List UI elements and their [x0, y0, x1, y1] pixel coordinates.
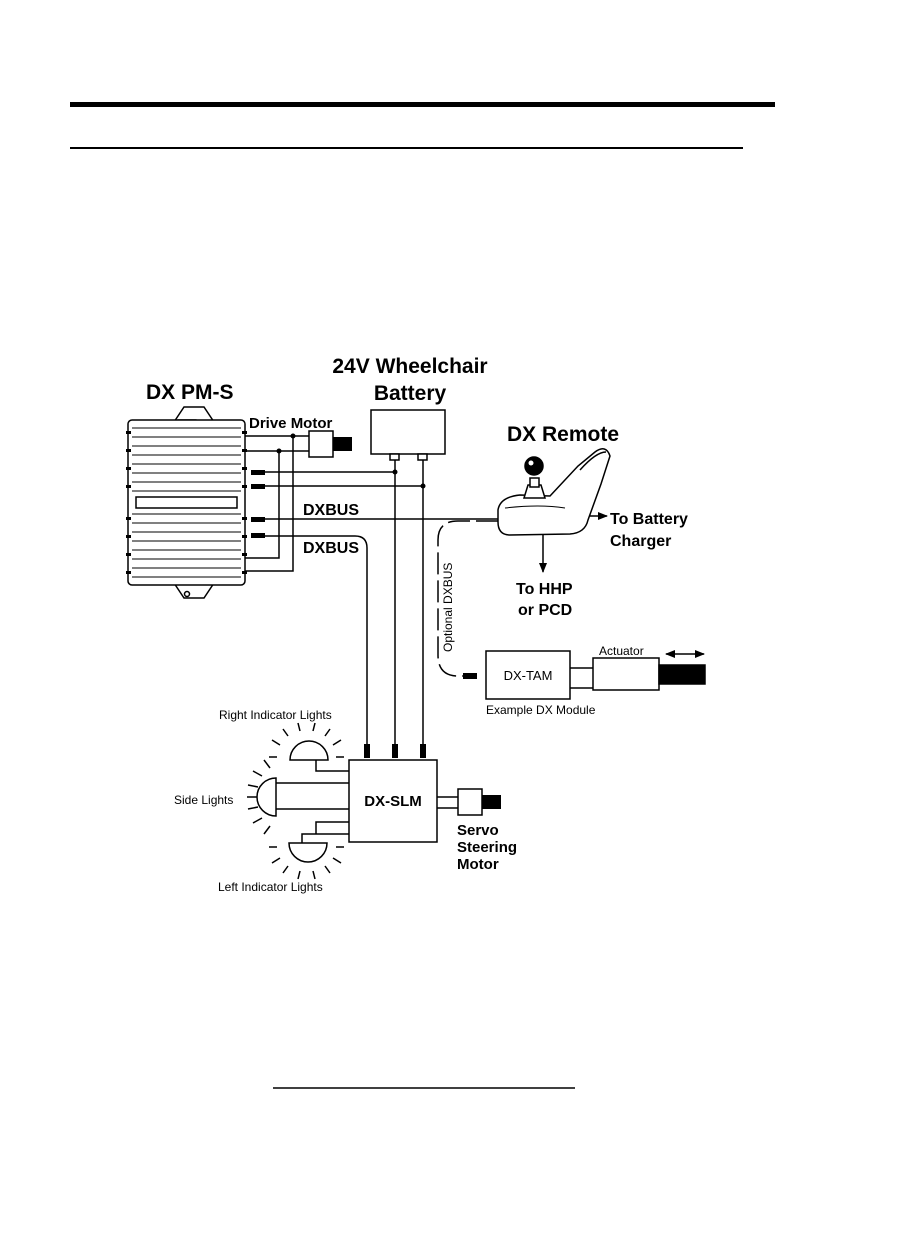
side-lights-label: Side Lights	[174, 793, 233, 807]
drive-motor-label: Drive Motor	[249, 415, 333, 432]
remote-icon	[498, 449, 610, 535]
battery-label-line2: Battery	[374, 382, 447, 405]
left-indicator-light-icon	[269, 843, 344, 879]
battery-label-line1: 24V Wheelchair	[332, 355, 487, 378]
servo-label-line2: Steering	[457, 839, 517, 856]
drive-motor-icon	[309, 431, 352, 457]
header-rules	[70, 102, 775, 148]
optional-dxbus-label: Optional DXBUS	[441, 563, 455, 652]
left-indicator-label: Left Indicator Lights	[218, 880, 323, 894]
tam-connector	[463, 673, 477, 679]
tam-label: DX-TAM	[504, 668, 553, 683]
pm-module	[128, 407, 245, 598]
example-module-label: Example DX Module	[486, 703, 596, 717]
pm-label: DX PM-S	[146, 381, 234, 404]
to-battery-label-line1: To Battery	[610, 511, 688, 528]
right-indicator-light-icon	[269, 723, 344, 760]
battery-icon	[371, 410, 445, 460]
side-light-icon	[247, 760, 276, 834]
servo-label-line3: Motor	[457, 856, 499, 873]
servo-motor-icon	[458, 789, 501, 815]
actuator-label: Actuator	[599, 644, 644, 658]
right-indicator-label: Right Indicator Lights	[219, 708, 332, 722]
remote-label: DX Remote	[507, 423, 619, 446]
to-battery-label-line2: Charger	[610, 533, 671, 550]
actuator-icon	[593, 658, 705, 690]
servo-label-line1: Servo	[457, 822, 499, 839]
slm-connectors	[364, 744, 426, 758]
pm-connectors	[251, 470, 265, 538]
to-hhp-label-line2: or PCD	[518, 602, 572, 619]
dxbus-top-label: DXBUS	[303, 502, 359, 519]
to-hhp-label-line1: To HHP	[516, 581, 573, 598]
slm-label: DX-SLM	[364, 793, 422, 810]
dxbus-bottom-label: DXBUS	[303, 540, 359, 557]
